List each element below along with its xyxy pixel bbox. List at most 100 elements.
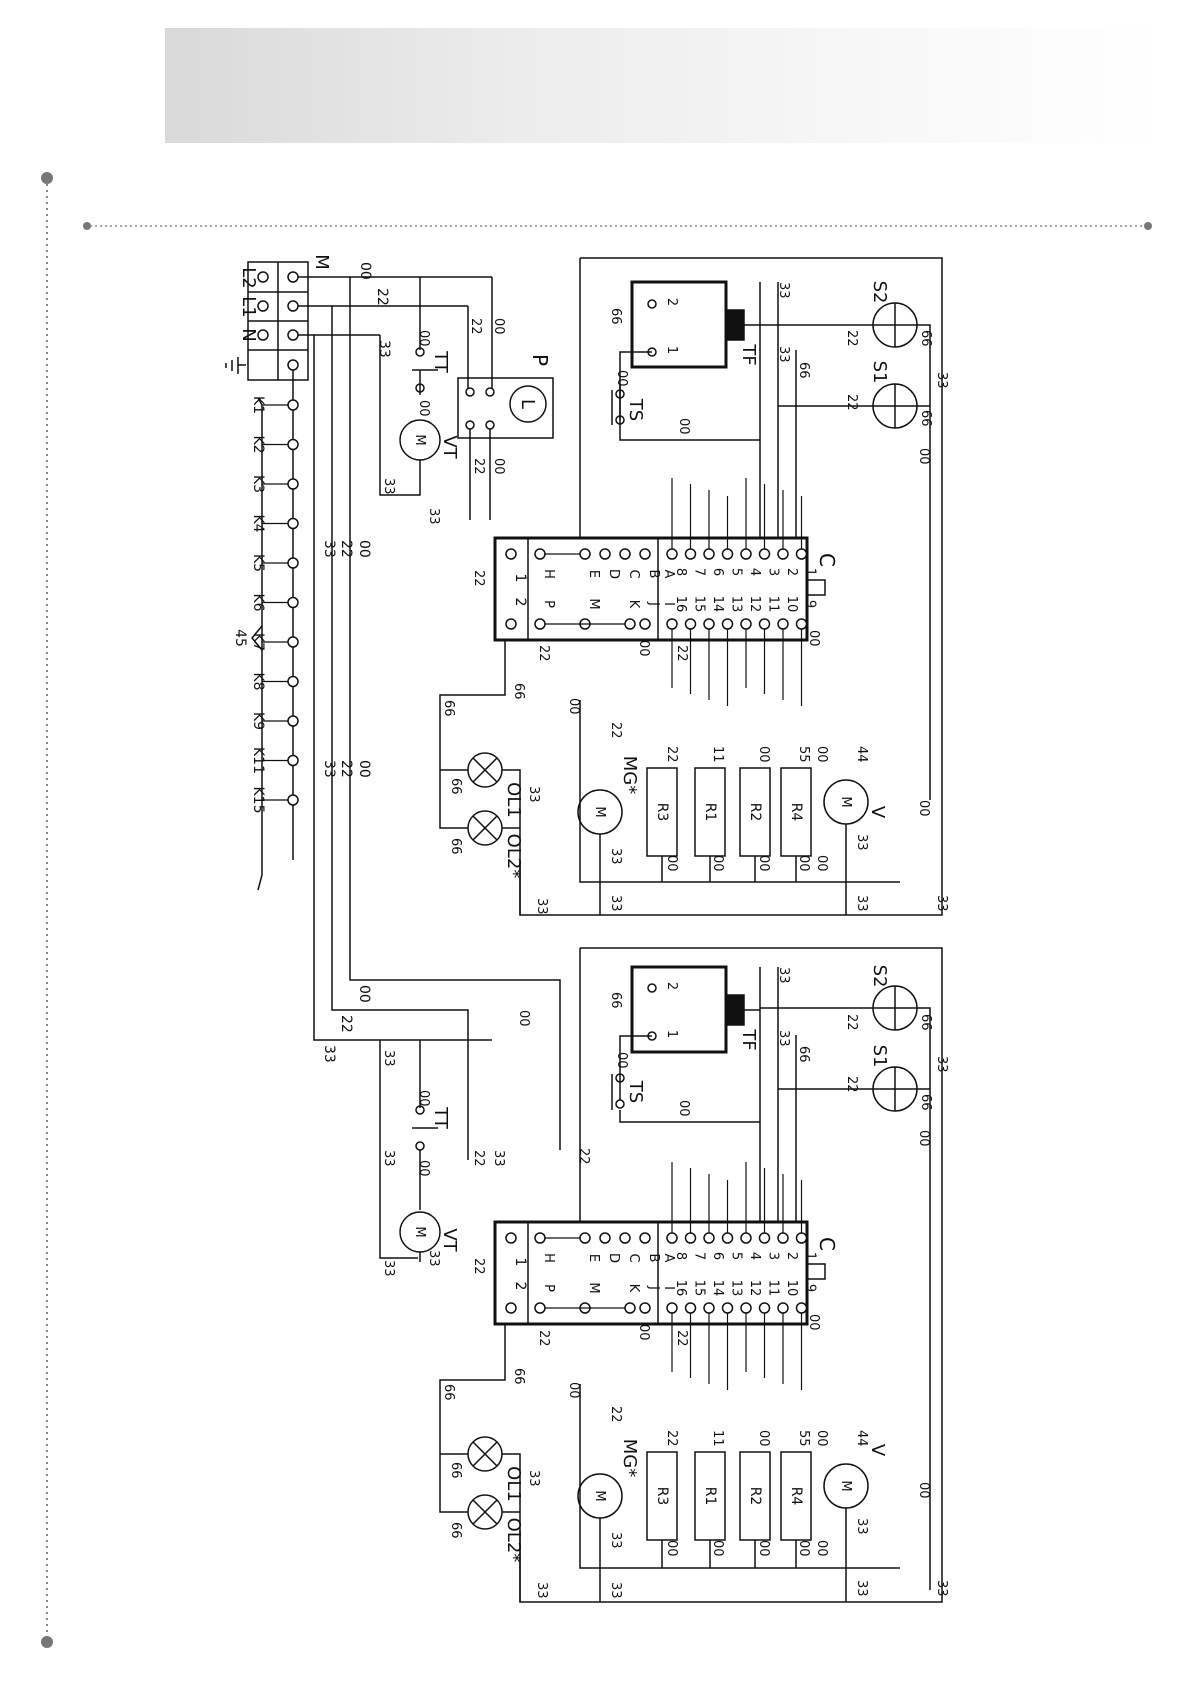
controller-pin-5 (721, 548, 734, 560)
svg-text:22: 22 (471, 570, 486, 587)
controller-pin-label-9: 9 (803, 600, 818, 608)
controller-pin-15 (684, 618, 697, 630)
svg-text:00: 00 (916, 1130, 931, 1147)
controller-pin-l1 (505, 1232, 517, 1244)
controller-pin-label-5: 5 (729, 568, 744, 576)
svg-text:22: 22 (471, 458, 486, 475)
svg-text:44: 44 (854, 746, 869, 763)
svg-text:22: 22 (468, 318, 483, 335)
relay-node-k6 (287, 596, 299, 609)
tf-pin-2: 2 (664, 298, 679, 306)
relay-nodes (262, 399, 299, 806)
controller-pin-letter (639, 1232, 651, 1244)
controller-pin-l2 (505, 618, 517, 630)
svg-text:00: 00 (756, 1540, 771, 1557)
controller-letter-i: I (661, 602, 676, 606)
svg-text:00: 00 (710, 1540, 725, 1557)
svg-text:33: 33 (534, 1582, 549, 1599)
svg-text:00: 00 (566, 698, 581, 715)
controller-pin-13 (721, 618, 734, 630)
svg-text:00: 00 (636, 640, 651, 657)
controller-pin-1 (795, 1232, 808, 1244)
controller-pin-8 (666, 1232, 678, 1244)
controller-pin-label-15: 15 (692, 596, 707, 613)
controller-pin-6 (703, 1232, 715, 1244)
relay-node-k5 (287, 557, 299, 569)
lower-thermostat-tt-label: TT (430, 1106, 451, 1130)
controller-pin-letter (579, 1232, 591, 1244)
lower-motor-vt-symbol: M (412, 1226, 427, 1237)
svg-text:22: 22 (844, 1076, 859, 1093)
controller-pin-10 (777, 1302, 789, 1314)
svg-text:66: 66 (448, 1522, 463, 1539)
controller-pin-15 (684, 1302, 697, 1314)
relay-node-k9 (287, 715, 299, 727)
controller-pin-3 (758, 1232, 771, 1244)
controller-letter-h: H (541, 1253, 556, 1263)
controller-pin-label-13: 13 (729, 596, 744, 613)
svg-text:00: 00 (916, 800, 931, 817)
lower-lamp-ol2-label: OL2* (503, 1518, 524, 1563)
svg-text:66: 66 (441, 700, 456, 717)
svg-text:00: 00 (356, 760, 372, 778)
controller-pin-label-4: 4 (747, 1252, 762, 1260)
controller-pin-label-3: 3 (766, 1252, 781, 1260)
lamp-ol2-label: OL2* (503, 834, 524, 879)
controller-pin-letter (639, 548, 651, 560)
controller-pin-l1 (505, 548, 517, 560)
controller-pin-12 (740, 1302, 752, 1314)
svg-text:00: 00 (806, 630, 821, 647)
controller-pin-11 (758, 1302, 771, 1314)
controller-pin-16 (666, 618, 678, 630)
controller-pin-9 (795, 618, 808, 630)
lower-resistor-r2-label: R2 (747, 1487, 763, 1506)
svg-text:00: 00 (710, 855, 725, 872)
controller-letter-m: M (586, 1282, 601, 1293)
relay-brace (251, 625, 263, 651)
controller-pin-label-1: 1 (803, 568, 818, 576)
svg-text:22: 22 (664, 746, 679, 763)
controller-pin-label-16: 16 (673, 1280, 688, 1297)
relay-label-k15: K15 (250, 787, 266, 814)
lower-sensor-s2-label: S2 (869, 965, 890, 988)
transformer-label: TF (738, 343, 759, 365)
svg-text:66: 66 (608, 308, 623, 325)
controller-letter-b: B (646, 570, 661, 579)
svg-text:00: 00 (566, 1382, 581, 1399)
relay-label-k2: K2 (250, 435, 266, 453)
svg-text:33: 33 (526, 786, 541, 803)
svg-text:33: 33 (491, 1150, 506, 1167)
svg-text:33: 33 (608, 1532, 623, 1549)
svg-text:33: 33 (776, 967, 791, 984)
header-band (165, 28, 1165, 143)
motor-v-label: V (867, 806, 888, 819)
ground-icon (225, 357, 246, 374)
svg-text:00: 00 (814, 746, 829, 763)
relay-node-k4 (287, 517, 299, 530)
svg-text:33: 33 (854, 895, 869, 912)
svg-text:22: 22 (844, 330, 859, 347)
controller-pin-letter (624, 1302, 636, 1314)
relay-node-k3 (287, 478, 299, 490)
controller-pin-letter (534, 548, 546, 560)
controller-col-2: 2 (512, 1282, 528, 1291)
sensor-s1-label: S1 (869, 361, 890, 384)
controller-pin-letter (534, 1302, 546, 1314)
svg-text:00: 00 (806, 1314, 821, 1331)
controller-pin-label-2: 2 (784, 1252, 799, 1260)
controller-pin-label-15: 15 (692, 1280, 707, 1297)
controller-pin-8 (666, 548, 678, 560)
controller-pin-label-6: 6 (710, 568, 725, 576)
relay-strip (257, 370, 294, 891)
svg-text:66: 66 (918, 330, 933, 347)
controller-pin-letter (534, 618, 546, 630)
controller-letter-d: D (606, 569, 621, 579)
controller-pin-label-4: 4 (747, 568, 762, 576)
relay-label-k9: K9 (250, 712, 266, 730)
controller-pin-label-7: 7 (692, 1252, 707, 1260)
controller-pin-13 (721, 1302, 734, 1314)
svg-text:66: 66 (511, 683, 526, 700)
controller-pin-label-3: 3 (766, 568, 781, 576)
controller-upper-wires (671, 478, 803, 706)
svg-text:00: 00 (796, 855, 811, 872)
